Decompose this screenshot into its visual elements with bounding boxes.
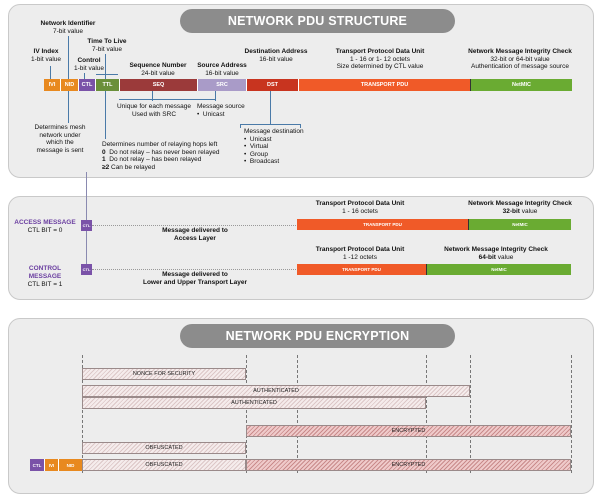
seq-bracket [119, 99, 215, 100]
dst-bracket [240, 124, 300, 125]
guide-2 [246, 355, 247, 473]
ttl-field: TTL [95, 79, 119, 91]
guide-4 [426, 355, 427, 473]
control-ctl-box: CTL [81, 264, 92, 275]
src-note: Message source• Unicast [197, 103, 245, 118]
access-dotted-line [92, 225, 296, 226]
nid-note-connector [68, 91, 69, 123]
authenticated-bar-1: AUTHENTICATED [82, 385, 470, 397]
enc-ivi-field: IVI [44, 459, 58, 471]
guide-6 [571, 355, 572, 473]
control-netmic: NetMIC [426, 264, 571, 275]
panel-title-encryption: NETWORK PDU ENCRYPTION [180, 324, 455, 348]
ctl-drop-line [86, 172, 87, 264]
src-field: SRC [197, 79, 246, 91]
dst-bracket-left [240, 124, 241, 128]
panel-title-structure: NETWORK PDU STRUCTURE [180, 9, 455, 33]
ttl-connector [105, 54, 106, 79]
transport-pdu-field: TRANSPORT PDU [298, 79, 470, 91]
obfuscated-bar-2: OBFUSCATED [82, 459, 246, 471]
encrypted-bar-1: ENCRYPTED [246, 425, 571, 437]
guide-5 [470, 355, 471, 473]
nid-field: NID [60, 79, 78, 91]
ttl-note-connector [105, 91, 106, 139]
enc-ctl-field: CTL [30, 459, 44, 471]
netmic-field: NetMIC [470, 79, 572, 91]
ctl-field: CTL [78, 79, 95, 91]
dst-note-connector [270, 91, 271, 125]
src-note-connector [215, 91, 216, 101]
dst-field: DST [246, 79, 298, 91]
dst-note: Message destination• Unicast• Virtual• G… [244, 128, 304, 166]
obfuscated-bar-1: OBFUSCATED [82, 442, 246, 454]
seq-note-connector [152, 91, 153, 101]
authenticated-bar-2: AUTHENTICATED [82, 397, 426, 409]
control-dotted-line [92, 269, 296, 270]
ivi-connector [50, 66, 51, 79]
encrypted-bar-2: ENCRYPTED [246, 459, 571, 471]
access-transport-pdu: TRANSPORT PDU [297, 219, 468, 230]
nonce-bar: NONCE FOR SECURITY [82, 368, 246, 380]
enc-nid-field: NID [58, 459, 82, 471]
ttl-note: Determines number of relaying hops left … [102, 141, 220, 171]
message-type-panel [8, 196, 594, 300]
control-transport-pdu: TRANSPORT PDU [297, 264, 426, 275]
ivi-field: IVI [44, 79, 60, 91]
guide-3 [297, 355, 298, 473]
ttl-bracket-top [96, 74, 118, 75]
access-netmic: NetMIC [468, 219, 571, 230]
nid-connector [68, 36, 69, 79]
seq-field: SEQ [119, 79, 197, 91]
dst-bracket-right [300, 124, 301, 128]
ctl-connector [84, 73, 85, 79]
access-ctl-box: CTL [81, 220, 92, 231]
guide-1 [82, 355, 83, 473]
